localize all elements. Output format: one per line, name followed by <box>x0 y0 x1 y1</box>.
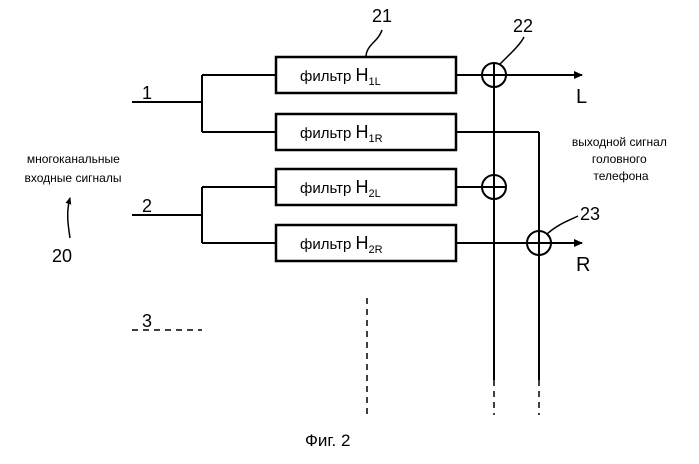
right-description: выходной сигнал головного телефона <box>572 135 670 183</box>
output-l-label: L <box>576 86 587 108</box>
output-r-label: R <box>576 254 590 276</box>
ref-21-label: 21 <box>372 6 392 26</box>
input-2-label: 2 <box>142 196 152 216</box>
left-description: многоканальные входные сигналы <box>25 152 124 185</box>
figure-caption: Фиг. 2 <box>305 431 350 450</box>
ref-21-leader <box>366 30 382 57</box>
filter-box-h2r: фильтр H2R <box>276 225 456 261</box>
filter-h1r-subscript: 1R <box>369 133 383 145</box>
ref-22-leader <box>500 37 524 64</box>
filter-h1r-symbol: H <box>356 122 369 142</box>
filter-h1l-label: фильтр <box>300 68 351 85</box>
filter-h1l-symbol: H <box>356 65 369 85</box>
ref-23-label: 23 <box>580 204 600 224</box>
adder-23 <box>527 231 551 255</box>
filter-box-h1r: фильтр H1R <box>276 114 456 150</box>
input-2-wiring <box>132 187 276 243</box>
ref-22-label: 22 <box>513 16 533 36</box>
adder-h2l <box>482 175 506 199</box>
filter-h1l-subscript: 1L <box>369 76 381 88</box>
input-3-label: 3 <box>142 311 152 331</box>
filter-h2r-symbol: H <box>356 233 369 253</box>
ref-20-arrow <box>68 198 70 238</box>
input-1-label: 1 <box>142 83 152 103</box>
ref-23-leader <box>547 216 578 234</box>
filter-box-h1l: фильтр H1L <box>276 57 456 93</box>
filter-box-h2l: фильтр H2L <box>276 169 456 205</box>
filter-h2l-symbol: H <box>356 177 369 197</box>
input-1-wiring <box>132 75 276 132</box>
filter-h1r-label: фильтр <box>300 125 351 142</box>
adder-22 <box>482 63 506 87</box>
filter-h2l-subscript: 2L <box>369 188 381 200</box>
filter-h2r-label: фильтр <box>300 236 351 253</box>
filter-h2l-label: фильтр <box>300 180 351 197</box>
filter-h2r-subscript: 2R <box>369 244 383 256</box>
filter-output-lines <box>456 63 582 380</box>
ref-20-label: 20 <box>52 246 72 266</box>
